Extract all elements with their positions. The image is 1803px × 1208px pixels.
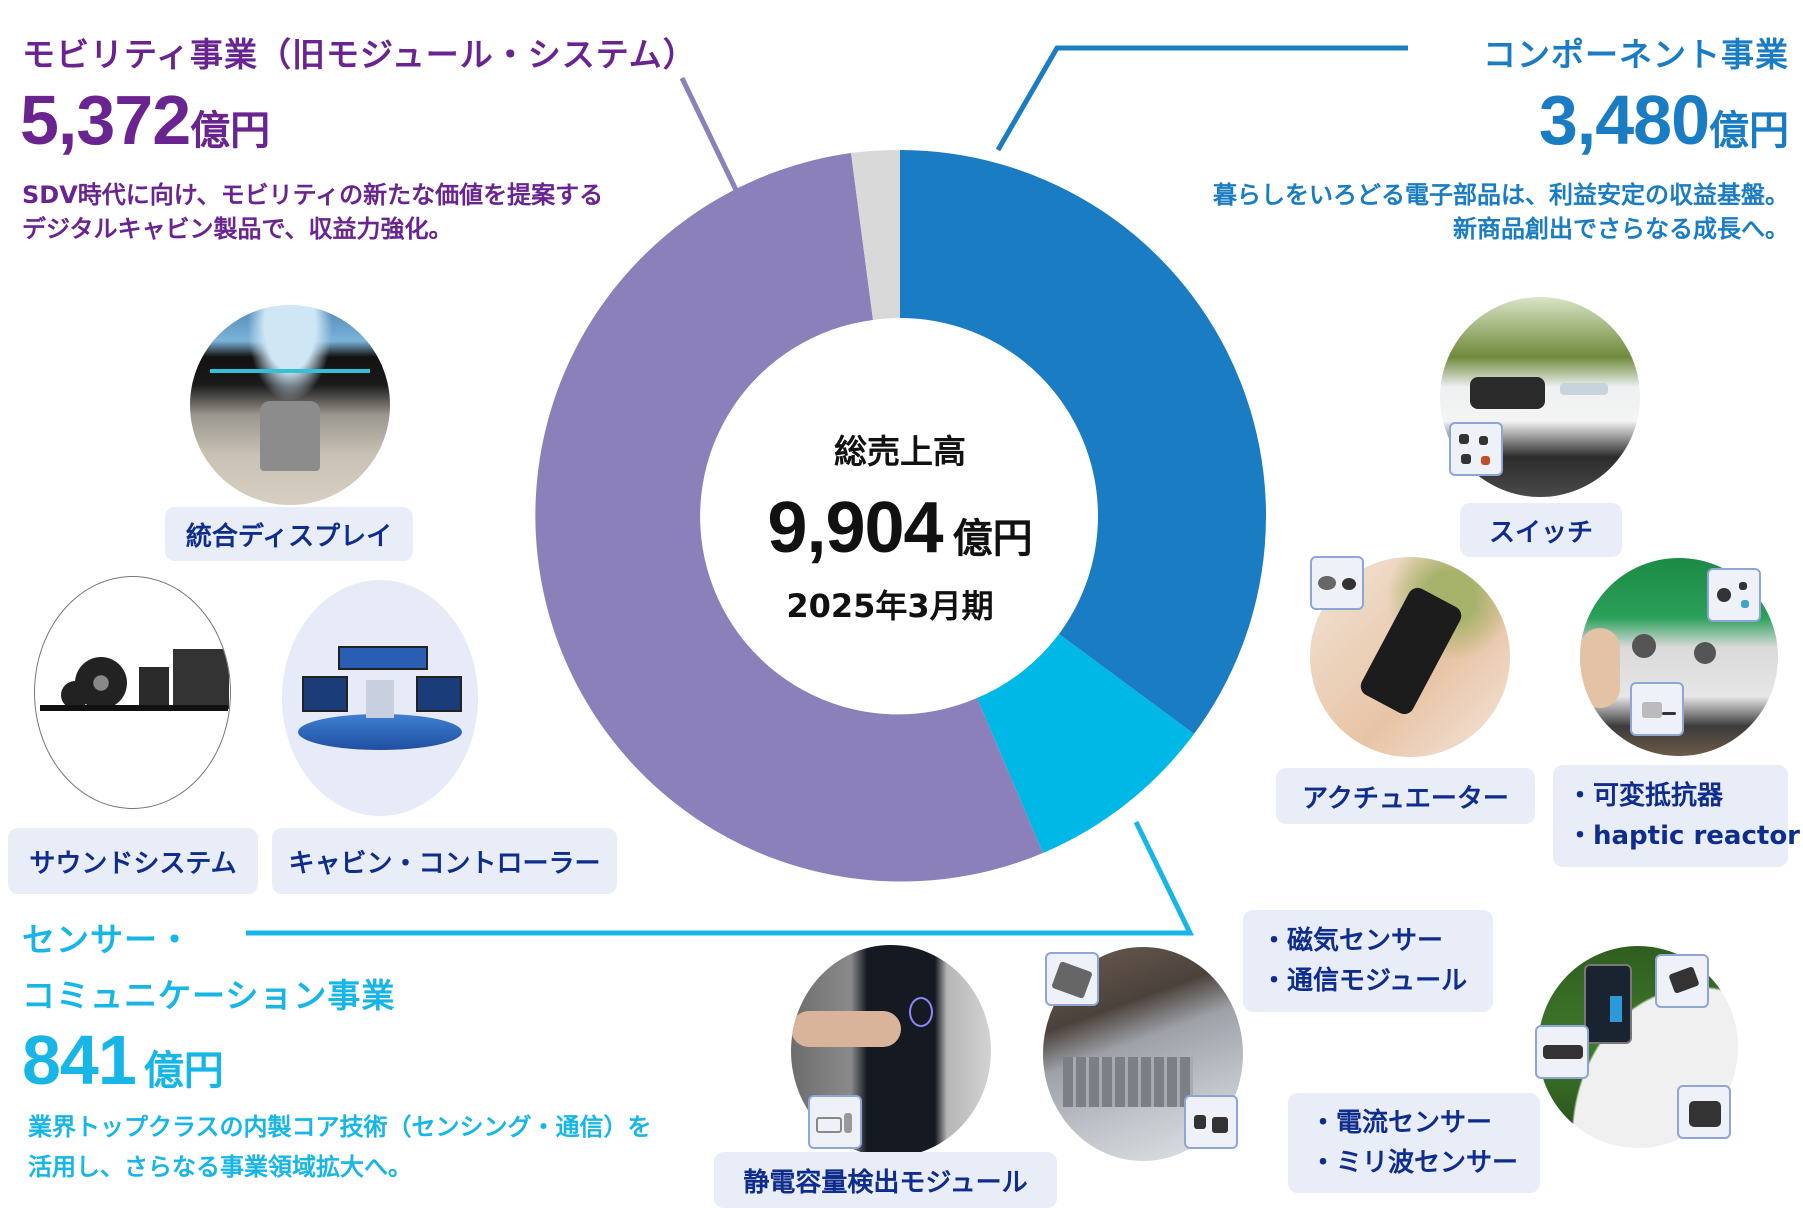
mobility-description: SDV時代に向け、モビリティの新たな価値を提案する デジタルキャビン製品で、収益… — [22, 178, 603, 246]
component-value-unit: 億円 — [1709, 108, 1789, 154]
sensor-description: 業界トップクラスの内製コア技術（センシング・通信）を 活用し、さらなる事業領域拡… — [28, 1107, 652, 1187]
donut-segment-sensor[interactable] — [977, 634, 1194, 853]
sound-system-photo — [34, 576, 231, 809]
center-period: 2025年3月期 — [786, 587, 994, 625]
sensor-title-line1: センサー・ — [22, 920, 192, 959]
haptic-reactor-component-icon — [1630, 682, 1684, 736]
center-label: 総売上高 — [834, 432, 966, 471]
donut-segment-other[interactable] — [851, 149, 900, 320]
product-label-sound-system: サウンドシステム — [8, 828, 258, 894]
product-label-switch: スイッチ — [1460, 503, 1622, 557]
communication-module-component-icon — [1184, 1095, 1238, 1149]
center-total-value: 9,904 — [767, 488, 943, 568]
mobility-desc-line1: SDV時代に向け、モビリティの新たな価値を提案する — [22, 181, 604, 209]
product-label-capacitive-detection: 静電容量検出モジュール — [714, 1152, 1057, 1208]
variable-resistor-component-icon — [1707, 568, 1761, 622]
sensor-desc-line1: 業界トップクラスの内製コア技術（センシング・通信）を — [28, 1113, 652, 1141]
mobility-leader-line — [679, 76, 739, 192]
sensor-value-unit: 億円 — [143, 1048, 224, 1094]
cabin-controller-photo — [282, 580, 478, 816]
component-title: コンポーネント事業 — [1483, 35, 1789, 74]
mobility-title: モビリティ事業（旧モジュール・システム） — [22, 35, 697, 74]
component-value-number: 3,480 — [1538, 81, 1710, 159]
millimeter-wave-sensor-component-icon — [1677, 1085, 1731, 1139]
sensor-title-line2: コミュニケーション事業 — [22, 976, 396, 1015]
sensor-title: センサー・ コミュニケーション事業 — [22, 912, 395, 1024]
product-label-actuator: アクチュエーター — [1276, 768, 1535, 824]
mobility-value-unit: 億円 — [190, 108, 271, 154]
component-description: 暮らしをいろどる電子部品は、利益安定の収益基盤。 新商品創出でさらなる成長へ。 — [1213, 178, 1789, 246]
integrated-display-photo — [190, 305, 390, 505]
mobility-value: 5,372億円 — [20, 80, 270, 160]
current-sensor-2-component-icon — [1535, 1025, 1589, 1079]
component-desc-line2: 新商品創出でさらなる成長へ。 — [1453, 215, 1789, 243]
mobility-value-number: 5,372 — [20, 81, 191, 159]
product-label-cabin-controller: キャビン・コントローラー — [272, 828, 617, 894]
product-label-variable-resistor-haptic: ・可変抵抗器 ・haptic reactor — [1553, 765, 1800, 867]
component-value: 3,480億円 — [1539, 80, 1789, 160]
magnetic-sensor-component-icon — [1045, 952, 1099, 1006]
product-label-current-millimeter: ・電流センサー ・ミリ波センサー — [1288, 1093, 1540, 1193]
mobility-desc-line2: デジタルキャビン製品で、収益力強化。 — [22, 215, 453, 243]
current-sensor-component-icon — [1655, 954, 1709, 1008]
component-leader-line — [995, 45, 1408, 152]
switch-component-icon — [1449, 422, 1503, 476]
component-desc-line1: 暮らしをいろどる電子部品は、利益安定の収益基盤。 — [1213, 181, 1789, 209]
product-label-integrated-display: 統合ディスプレイ — [165, 507, 413, 561]
product-label-magnetic-communication: ・磁気センサー ・通信モジュール — [1243, 910, 1493, 1012]
center-total-unit: 億円 — [952, 516, 1033, 562]
actuator-component-icon — [1310, 556, 1364, 610]
sensor-value-number: 841 — [22, 1021, 137, 1099]
sensor-desc-line2: 活用し、さらなる事業領域拡大へ。 — [28, 1153, 412, 1181]
capacitive-component-icon — [808, 1095, 862, 1149]
